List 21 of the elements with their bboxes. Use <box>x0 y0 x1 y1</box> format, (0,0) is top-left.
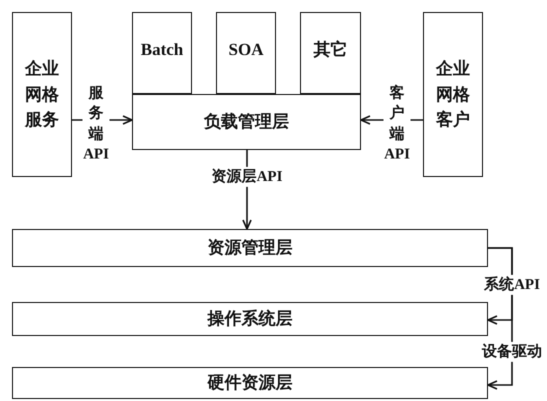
edge-label: 资源层API <box>210 166 284 188</box>
layer-box <box>12 12 72 177</box>
layer-box <box>12 302 488 336</box>
layer-box <box>216 12 276 94</box>
layer-box <box>300 12 361 94</box>
layer-box <box>12 367 488 399</box>
box-label: 企业网格客户 <box>435 58 471 132</box>
box-label: 其它 <box>314 39 348 61</box>
edge-label: 系统API <box>483 274 541 296</box>
box-label: 企业网格服务 <box>24 58 60 132</box>
layer-box <box>132 12 192 94</box>
box-label: 资源管理层 <box>208 237 292 260</box>
edge-label: 设备驱动 <box>481 342 543 362</box>
layer-box <box>132 94 361 150</box>
box-label: 硬件资源层 <box>208 372 292 394</box>
box-label: 负载管理层 <box>204 111 289 134</box>
box-label: Batch <box>140 39 184 61</box>
box-label: 操作系统层 <box>208 308 292 330</box>
layer-box <box>423 12 483 177</box>
layer-box <box>12 229 488 267</box>
box-label: SOA <box>228 39 264 61</box>
